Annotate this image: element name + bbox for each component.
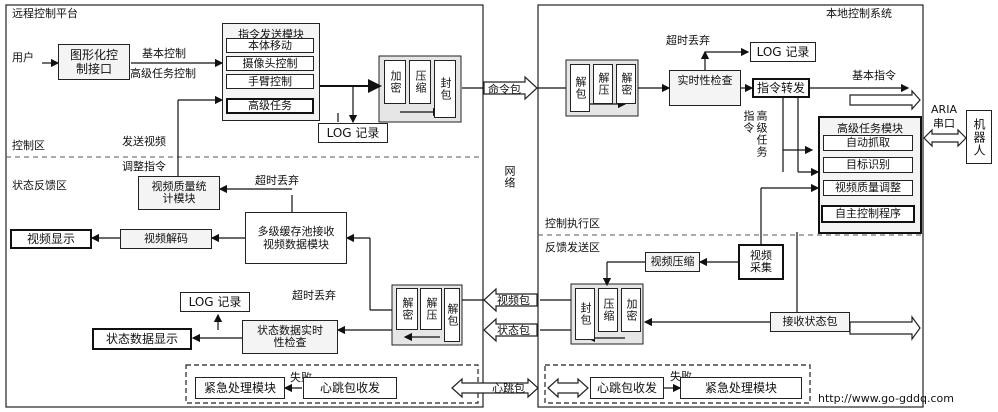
status-hollow-arrow xyxy=(849,315,921,341)
adv-item: 目标识别 xyxy=(823,157,913,173)
left-decompress: 解压 xyxy=(420,288,442,330)
cmd-pkt-arrow xyxy=(483,75,538,101)
adv-cmd-label: 高级任务指令 xyxy=(742,110,768,158)
cmd-pkt-label: 命令包 xyxy=(488,83,521,96)
left-pack: 封包 xyxy=(434,60,456,118)
control-area-label: 控制区 xyxy=(12,139,45,152)
timeout2-label: 超时丢弃 xyxy=(292,289,336,302)
network-label: 网络 xyxy=(503,165,516,189)
video-quality-box: 视频质量统计模块 xyxy=(138,176,220,210)
user-label: 用户 xyxy=(12,51,34,64)
cmd-item: 本体移动 xyxy=(226,38,314,53)
realtime-check-box: 实时性检查 xyxy=(669,70,741,106)
left-encrypt: 加密 xyxy=(384,60,406,104)
right-emergency-box: 紧急处理模块 xyxy=(680,377,802,399)
gui-box: 图形化控制接口 xyxy=(58,44,130,80)
adjust-cmd-label: 调整指令 xyxy=(122,160,166,173)
adv-item: 视频质量调整 xyxy=(823,180,913,196)
left-title: 远程控制平台 xyxy=(12,7,78,20)
left-unpack: 解包 xyxy=(444,288,460,342)
local-system-frame xyxy=(537,4,924,408)
basic-hollow-arrow xyxy=(849,89,921,111)
forward-box: 指令转发 xyxy=(752,78,810,98)
buffer-pool-box: 多级缓存池接收视频数据模块 xyxy=(245,212,347,264)
right-decrypt: 解密 xyxy=(616,64,636,104)
right-compress: 压缩 xyxy=(598,288,618,332)
status-check-box: 状态数据实时性检查 xyxy=(242,320,338,354)
status-pkt-arrow xyxy=(483,317,538,343)
adv-module-title: 高级任务模块 xyxy=(837,122,903,135)
right-pack: 封包 xyxy=(575,288,595,340)
adv-item: 自动抓取 xyxy=(823,135,913,151)
right-timeout-label: 超时丢弃 xyxy=(666,34,710,47)
cmd-item: 摄像头控制 xyxy=(226,56,314,71)
aria-label: ARIA串口 xyxy=(931,103,957,130)
basic-control-label: 基本控制 xyxy=(142,47,186,60)
cmd-item: 高级任务 xyxy=(226,98,314,114)
right-title: 本地控制系统 xyxy=(826,7,892,20)
left-heartbeat-box: 心跳包收发 xyxy=(303,377,397,399)
heart-pkt-arrow xyxy=(451,377,539,399)
video-display-box: 视频显示 xyxy=(10,229,92,249)
log2-box: LOG 记录 xyxy=(180,292,250,312)
robot-box: 机器人 xyxy=(966,110,992,164)
left-heartbeat-frame xyxy=(185,364,479,404)
timeout1-label: 超时丢弃 xyxy=(255,174,299,187)
video-cap-box: 视频采集 xyxy=(738,244,784,280)
cmd-item: 手臂控制 xyxy=(226,74,314,89)
left-decrypt: 解密 xyxy=(396,288,418,330)
video-decode-box: 视频解码 xyxy=(120,229,212,249)
right-decompress: 解压 xyxy=(593,64,613,104)
right-heartbeat-frame xyxy=(544,364,811,404)
exec-area-label: 控制执行区 xyxy=(545,217,600,230)
video-pkt-arrow xyxy=(483,287,538,313)
left-emergency-box: 紧急处理模块 xyxy=(195,377,285,399)
send-video-label: 发送视频 xyxy=(122,135,166,148)
status-display-box: 状态数据显示 xyxy=(92,328,192,350)
recv-status-box: 接收状态包 xyxy=(770,312,850,332)
basic-cmd-label: 基本指令 xyxy=(852,69,896,82)
log1-box: LOG 记录 xyxy=(318,123,388,143)
adv-item: 自主控制程序 xyxy=(821,205,915,223)
aria-arrow xyxy=(923,128,967,148)
right-log-box: LOG 记录 xyxy=(750,42,816,62)
right-heart-arrow xyxy=(547,377,589,399)
status-pkt-label: 状态包 xyxy=(497,324,530,337)
right-heartbeat-box: 心跳包收发 xyxy=(590,377,664,399)
heart-pkt-label: 心跳包 xyxy=(492,382,525,395)
right-unpack: 解包 xyxy=(570,64,590,112)
feedback-area-label: 状态反馈区 xyxy=(12,179,67,192)
advanced-control-label: 高级任务控制 xyxy=(130,67,196,80)
video-pkt-label: 视频包 xyxy=(497,294,530,307)
left-compress: 压缩 xyxy=(409,60,431,104)
watermark: http://www.go-gddq.com xyxy=(818,392,954,405)
remote-platform-frame xyxy=(5,4,484,408)
right-encrypt: 加密 xyxy=(621,288,641,332)
right-feedback-label: 反馈发送区 xyxy=(545,241,600,254)
video-comp-box: 视频压缩 xyxy=(645,252,700,272)
cmd-module-title: 指令发送模块 xyxy=(238,28,304,41)
